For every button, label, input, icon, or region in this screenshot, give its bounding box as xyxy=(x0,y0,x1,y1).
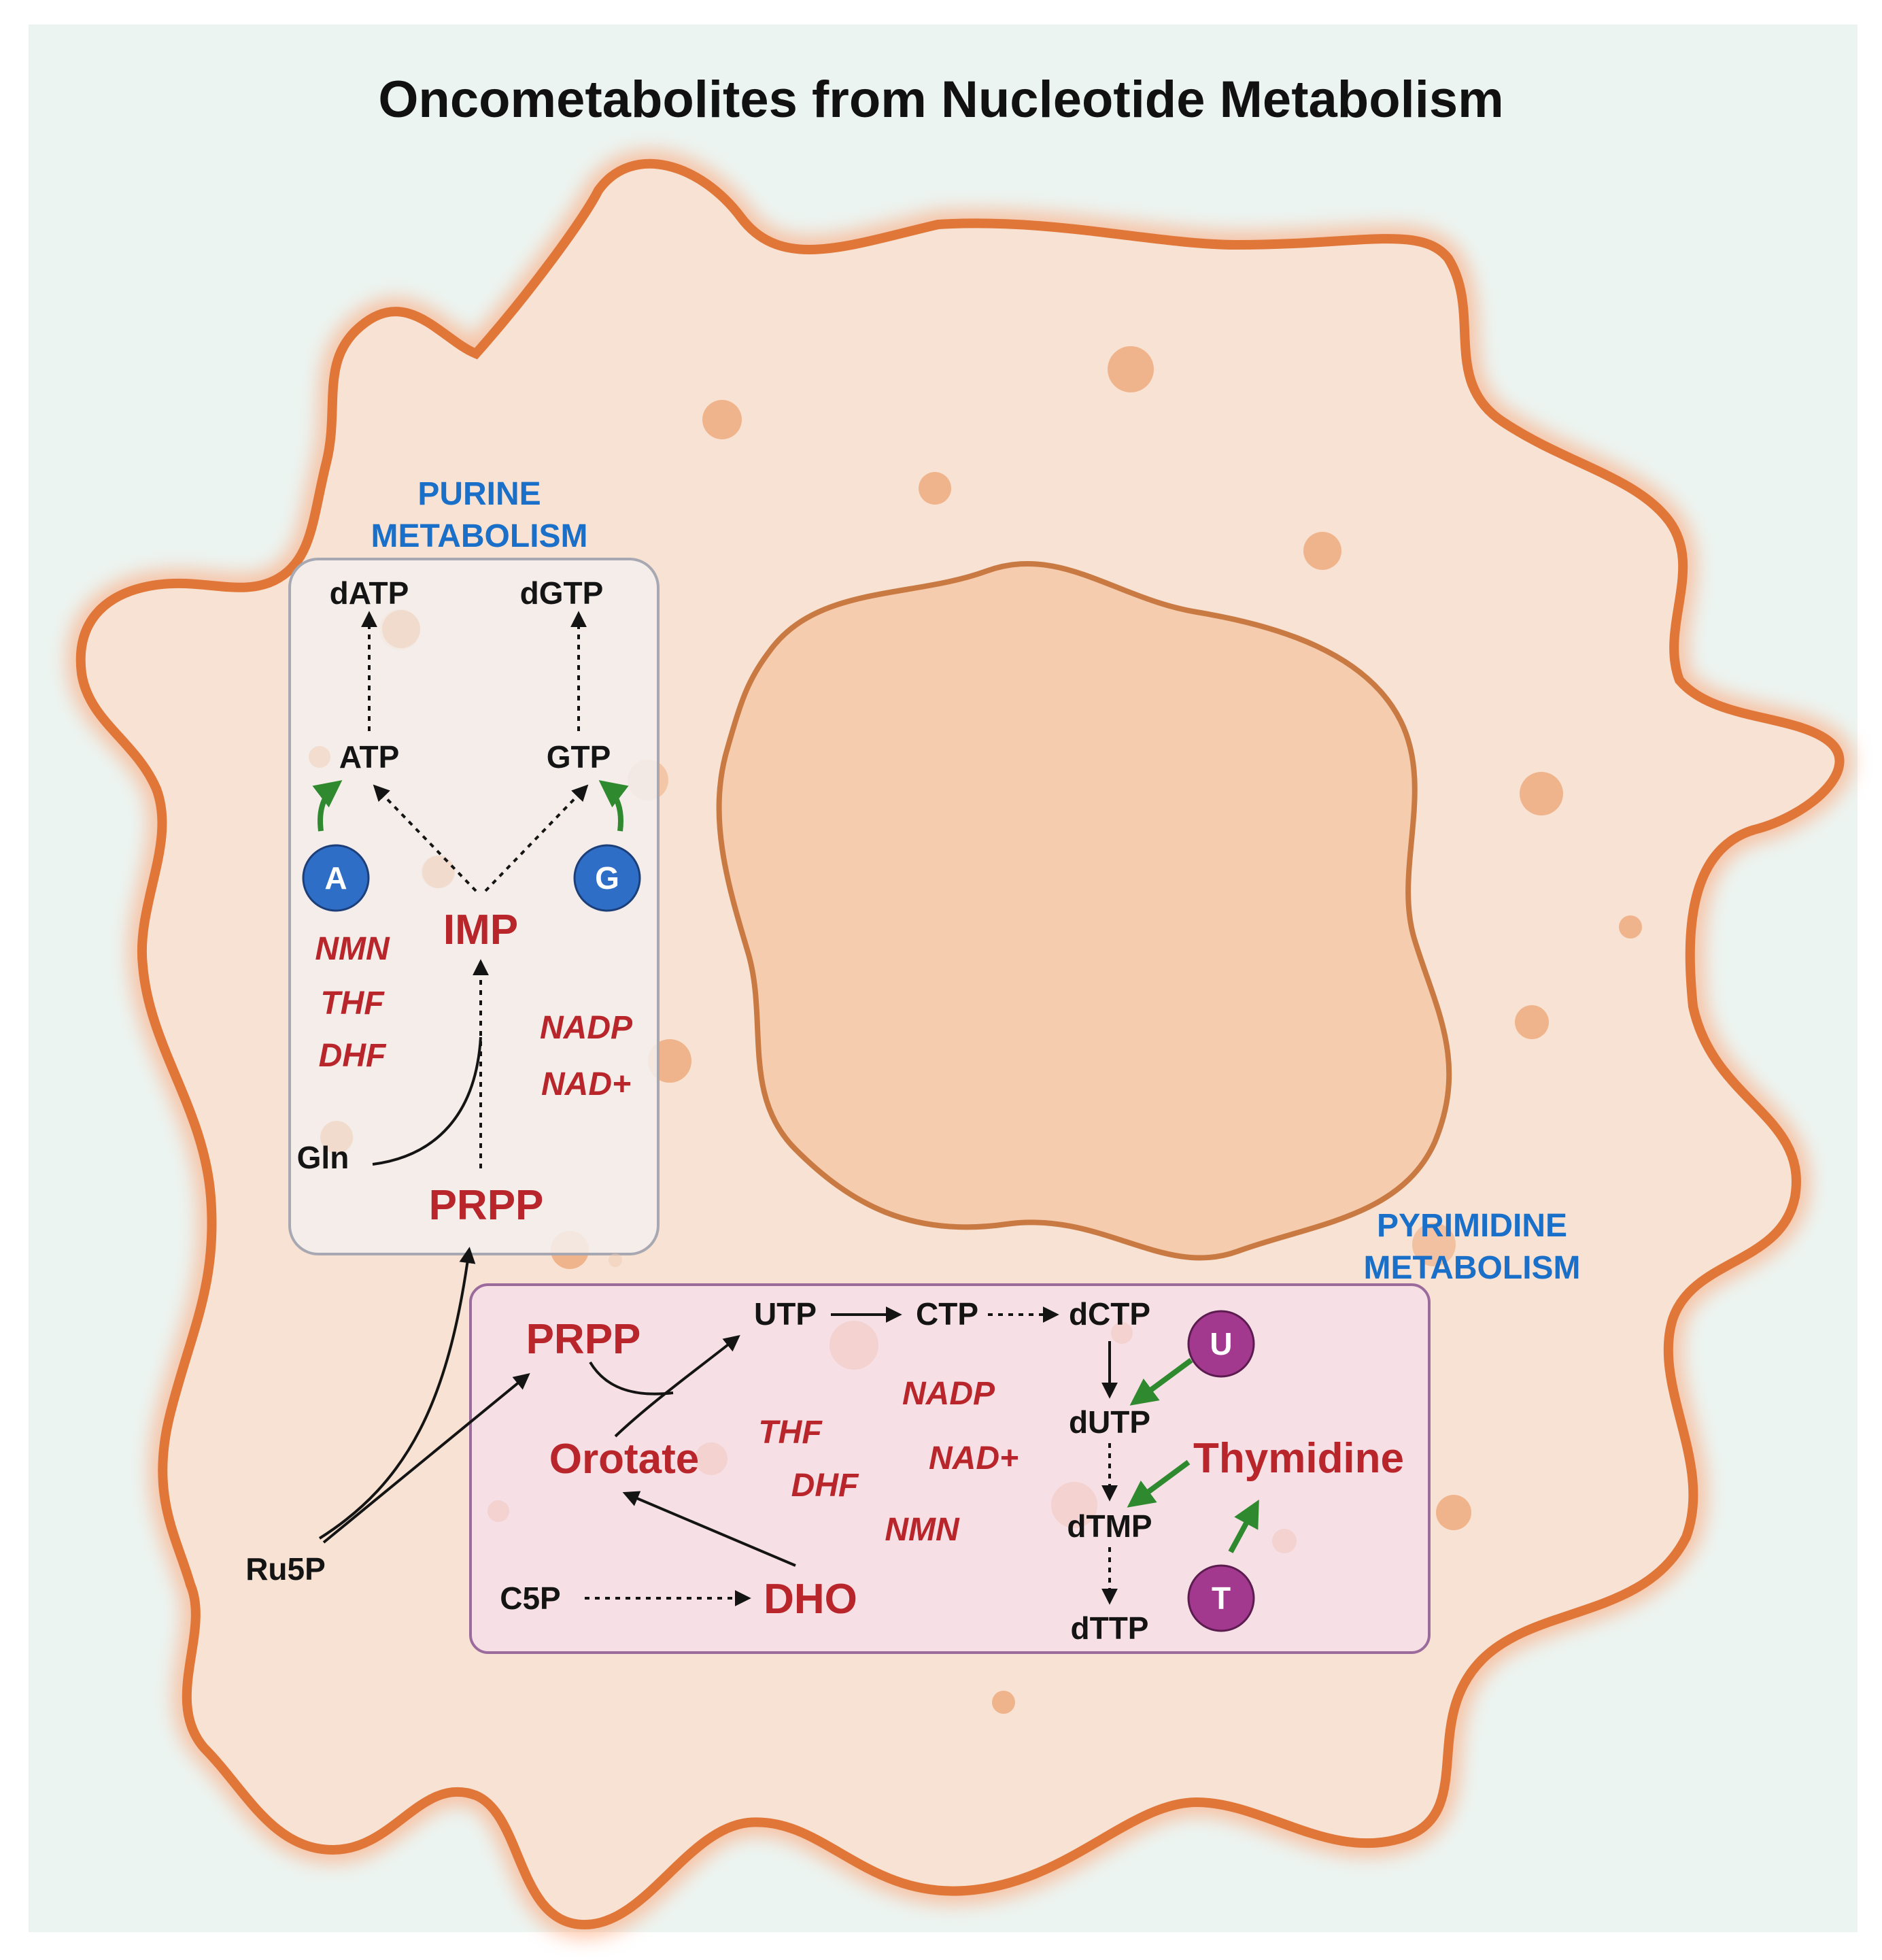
pyrimidine-orotate: Orotate xyxy=(549,1436,699,1483)
arrow-orotate-to-utp xyxy=(614,1335,740,1438)
vesicle xyxy=(487,1500,509,1522)
vesicle xyxy=(1412,1223,1456,1266)
pyrimidine-oncometabolite: THF xyxy=(758,1415,823,1451)
pyrimidine-dutp: dUTP xyxy=(1069,1404,1150,1440)
nucleus-icon xyxy=(716,561,1452,1261)
vesicle xyxy=(829,1321,878,1370)
vesicle xyxy=(1520,772,1563,815)
arrow-t-to-thymidine xyxy=(1228,1499,1259,1553)
vesicle xyxy=(1272,1529,1297,1553)
vesicle xyxy=(1619,915,1642,939)
circle-u-label: U xyxy=(1210,1326,1232,1362)
vesicle xyxy=(382,610,420,648)
vesicle xyxy=(320,1121,353,1153)
pyrimidine-label-line1: PYRIMIDINE xyxy=(1377,1208,1567,1244)
arrow-ru5p-to-pyrimidine-prpp xyxy=(322,1372,530,1544)
purine-circle-g: G xyxy=(573,844,641,912)
arrow-ru5p-to-purine-prpp xyxy=(318,1247,476,1540)
vesicle xyxy=(422,856,455,888)
purine-oncometabolite: NMN xyxy=(315,931,390,967)
pyrimidine-label-line2: METABOLISM xyxy=(1363,1250,1580,1286)
arrow-a-to-atp xyxy=(312,780,343,832)
pyrimidine-thymidine: Thymidine xyxy=(1193,1435,1404,1482)
purine-gtp: GTP xyxy=(547,739,611,775)
vesicle xyxy=(1111,1322,1133,1344)
circle-g-label: G xyxy=(595,860,619,896)
pyrimidine-dctp: dCTP xyxy=(1069,1296,1150,1332)
pyrimidine-circle-u: U xyxy=(1187,1310,1255,1378)
arrow-thymidine-to-dtmp xyxy=(1127,1459,1191,1508)
purine-oncometabolite: NADP xyxy=(540,1010,633,1046)
pyrimidine-oncometabolite: DHF xyxy=(791,1468,859,1504)
vesicle xyxy=(309,746,330,768)
arrow-dho-to-orotate xyxy=(622,1491,796,1567)
arrow-prpp-join xyxy=(589,1361,674,1396)
purine-circle-a: A xyxy=(302,844,370,912)
ru5p-label: Ru5P xyxy=(245,1551,326,1587)
vesicle xyxy=(609,1253,622,1267)
pyrimidine-dtmp: dTMP xyxy=(1067,1508,1152,1544)
pyrimidine-ctp: CTP xyxy=(916,1296,978,1332)
purine-imp: IMP xyxy=(443,907,518,953)
pyrimidine-c5p: C5P xyxy=(500,1581,560,1616)
pyrimidine-metabolism-panel: PYRIMIDINE METABOLISM PRPP UTP CTP dCTP … xyxy=(469,1208,1581,1654)
pyrimidine-prpp: PRPP xyxy=(526,1316,641,1363)
pyrimidine-utp: UTP xyxy=(754,1296,817,1332)
circle-t-label: T xyxy=(1212,1581,1231,1616)
purine-dgtp: dGTP xyxy=(520,575,604,611)
vesicle xyxy=(702,400,742,439)
pyrimidine-dho: DHO xyxy=(764,1576,857,1623)
purine-label-line1: PURINE xyxy=(417,476,541,512)
pyrimidine-oncometabolite: NMN xyxy=(885,1512,960,1548)
pyrimidine-oncometabolite: NAD+ xyxy=(929,1440,1019,1476)
vesicle xyxy=(992,1691,1015,1714)
purine-oncometabolite: THF xyxy=(320,985,385,1021)
purine-gln: Gln xyxy=(297,1140,349,1175)
vesicle xyxy=(695,1442,728,1475)
arrow-imp-to-gtp xyxy=(484,784,589,892)
arrow-imp-to-atp xyxy=(373,784,477,892)
pyrimidine-box xyxy=(469,1283,1431,1654)
purine-datp: dATP xyxy=(330,575,409,611)
vesicle xyxy=(1108,346,1154,392)
vesicle xyxy=(1303,532,1341,570)
pyrimidine-circle-t: T xyxy=(1187,1564,1255,1632)
vesicle xyxy=(1051,1482,1097,1528)
purine-atp: ATP xyxy=(339,739,400,775)
pyrimidine-dttp: dTTP xyxy=(1071,1610,1149,1646)
purine-prpp: PRPP xyxy=(429,1182,544,1229)
purine-metabolism-panel: PURINE METABOLISM dATP dGTP ATP GTP IMP … xyxy=(288,476,660,1267)
arrow-u-to-dutp xyxy=(1129,1357,1193,1406)
purine-label-line2: METABOLISM xyxy=(371,518,587,554)
vesicle xyxy=(919,472,951,505)
diagram-title: Oncometabolites from Nucleotide Metaboli… xyxy=(378,71,1503,129)
pyrimidine-oncometabolite: NADP xyxy=(902,1376,995,1412)
arrow-gln-to-imp xyxy=(372,1036,482,1166)
arrow-g-to-gtp xyxy=(598,780,629,832)
purine-oncometabolite: NAD+ xyxy=(541,1066,631,1102)
purine-oncometabolite: DHF xyxy=(319,1038,387,1074)
vesicle xyxy=(1436,1495,1471,1530)
vesicle xyxy=(1515,1005,1549,1039)
circle-a-label: A xyxy=(324,860,347,896)
